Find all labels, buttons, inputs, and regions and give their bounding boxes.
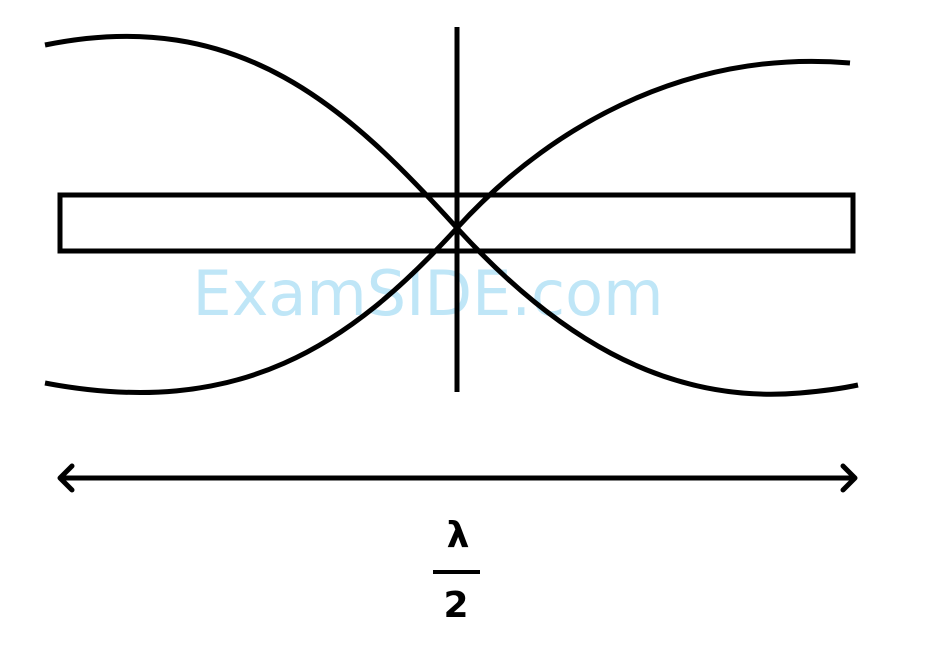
arrow-left-icon (57, 463, 75, 493)
length-arrow (57, 463, 858, 493)
label-denominator: 2 (443, 585, 468, 626)
watermark: ExamSIDE.com (193, 257, 664, 330)
wave-curve-2 (44, 58, 851, 396)
label-numerator: λ (447, 515, 470, 556)
wave-curve-1 (44, 33, 859, 397)
arrow-right-icon (840, 463, 858, 493)
